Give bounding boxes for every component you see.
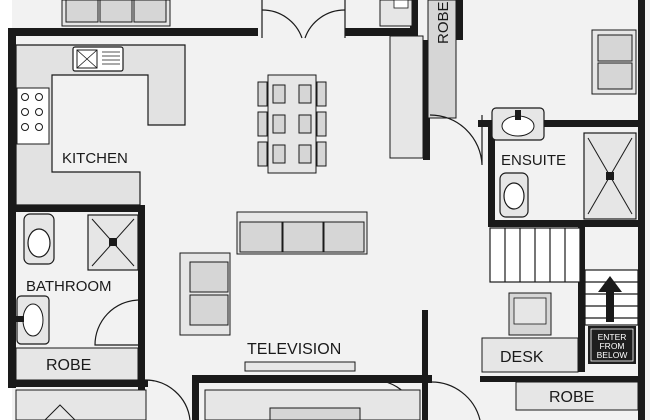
shower-icon-bathroom xyxy=(87,214,139,271)
robe-top-center xyxy=(379,0,413,27)
desk-top xyxy=(481,337,579,373)
dining-table xyxy=(257,74,327,174)
wall-top-left xyxy=(8,28,258,36)
entry-line-1: ENTER xyxy=(598,332,627,342)
door-swing-robe xyxy=(429,114,483,166)
sofa-center xyxy=(236,211,368,255)
wall-bathroom-right xyxy=(138,205,145,400)
wall-top-right-stub xyxy=(410,0,418,40)
wall-divider-vertical xyxy=(422,310,428,420)
basin-icon xyxy=(491,107,545,141)
television: TELEVISION xyxy=(244,341,356,372)
toilet-icon-bathroom xyxy=(23,213,55,265)
walls xyxy=(8,0,645,420)
wall-ensuite-top xyxy=(478,120,643,127)
wall-bottom-mid-stub xyxy=(192,375,199,420)
robe-bathroom: ROBE xyxy=(15,347,139,381)
wall-robe-right xyxy=(423,40,430,160)
wall-top-mid xyxy=(345,28,415,36)
robe-bathroom-label: ROBE xyxy=(46,357,91,374)
entry-line-3: BELOW xyxy=(597,350,628,360)
wall-right xyxy=(638,0,645,420)
kitchen: KITCHEN xyxy=(15,44,186,206)
door-swing-bathroom xyxy=(94,299,139,346)
wall-bottom-left xyxy=(8,380,148,387)
sink-icon xyxy=(72,46,124,72)
armchair-top-right xyxy=(591,29,637,95)
television-label: TELEVISION xyxy=(247,341,341,358)
sofa-top-left xyxy=(61,0,171,27)
entry-sign: ENTER FROM BELOW xyxy=(588,326,636,364)
desk-label: DESK xyxy=(500,349,544,366)
armchair-left xyxy=(179,252,231,336)
wall-ensuite-bottom xyxy=(488,220,638,227)
staircase xyxy=(489,227,639,326)
kitchen-bench xyxy=(15,44,186,206)
bathroom-label: BATHROOM xyxy=(26,278,112,295)
desk: DESK xyxy=(481,292,579,373)
robe-bottom-right-label: ROBE xyxy=(549,389,594,406)
toilet-icon-ensuite xyxy=(499,172,529,218)
basin-icon-bathroom xyxy=(14,295,50,345)
double-door-top xyxy=(261,0,346,39)
robe-bottom-right: ROBE xyxy=(515,381,639,411)
robe-top: ROBE xyxy=(389,0,457,159)
bathroom: BATHROOM xyxy=(14,213,139,346)
wall-bathroom-top xyxy=(8,205,144,212)
wall-bottom-right xyxy=(480,376,645,382)
wall-top-right xyxy=(455,0,463,40)
wall-ensuite-left xyxy=(488,125,495,225)
ensuite-label: ENSUITE xyxy=(501,152,566,169)
wall-bottom-mid xyxy=(192,375,432,383)
wall-stair-right xyxy=(578,222,585,372)
kitchen-label: KITCHEN xyxy=(62,150,128,167)
cooktop-icon xyxy=(16,87,50,145)
robe-top-label: ROBE xyxy=(435,1,452,44)
shower-icon-ensuite xyxy=(583,132,637,220)
bottom-partial-furniture xyxy=(15,389,421,420)
ensuite: ENSUITE xyxy=(491,107,638,220)
tv-cabinet xyxy=(244,361,356,372)
entry-line-2: FROM xyxy=(599,341,624,351)
arrow-up-icon xyxy=(598,276,622,322)
